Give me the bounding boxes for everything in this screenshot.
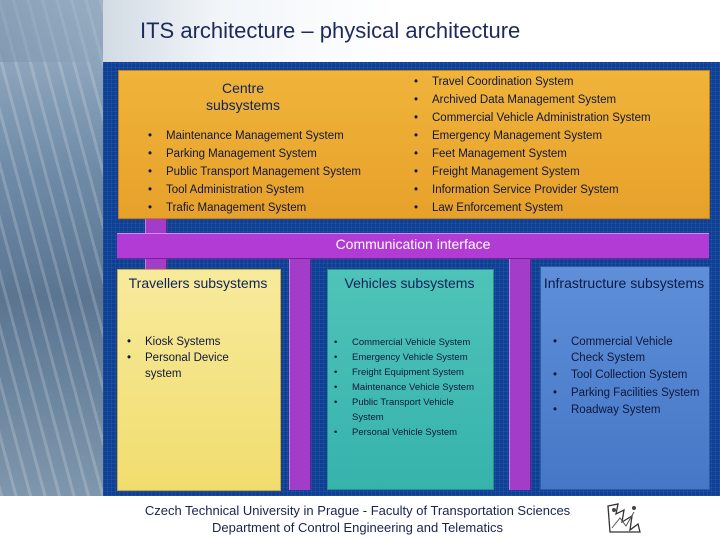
list-item: Maintenance Vehicle System (334, 380, 484, 395)
list-item: Tool Administration System (148, 181, 361, 199)
list-item: Parking Facilities System (553, 386, 703, 402)
centre-left-list: Maintenance Management System Parking Ma… (148, 127, 361, 217)
list-item: Public Transport Management System (148, 163, 361, 181)
top-background-photo (0, 0, 720, 62)
list-item: Information Service Provider System (414, 181, 651, 199)
list-item: Personal Vehicle System (334, 425, 484, 440)
vehicles-subsystems-title: Vehicles subsystems (344, 275, 475, 291)
centre-subsystems-title: Centre subsystems (206, 80, 280, 113)
list-item: Maintenance Management System (148, 127, 361, 145)
list-item: Kiosk Systems (127, 334, 267, 350)
pillar-vehicles-right (509, 255, 531, 490)
list-item: Archived Data Management System (414, 91, 651, 109)
list-item: Tool Collection System (553, 368, 703, 384)
travellers-list: Kiosk Systems Personal Device system (127, 334, 267, 382)
list-item: Law Enforcement System (414, 199, 651, 217)
list-item: Roadway System (553, 403, 703, 419)
slide-title: ITS architecture – physical architecture (140, 18, 521, 43)
footer: Czech Technical University in Prague - F… (120, 502, 595, 536)
list-item: Emergency Vehicle System (334, 350, 484, 365)
list-item: Commercial Vehicle Check System (553, 335, 703, 366)
list-item: Freight Equipment System (334, 365, 484, 380)
communication-interface-label: Communication interface (335, 236, 491, 252)
list-item: Commercial Vehicle Administration System (414, 109, 651, 127)
travellers-subsystems-title: Travellers subsystems (128, 275, 268, 291)
list-item: Trafic Management System (148, 199, 361, 217)
left-background-photo (0, 0, 103, 496)
list-item: Commercial Vehicle System (334, 335, 484, 350)
list-item: Freight Management System (414, 163, 651, 181)
communication-interface-bar (117, 233, 709, 259)
list-item: Travel Coordination System (414, 73, 651, 91)
vehicles-list: Commercial Vehicle System Emergency Vehi… (334, 335, 484, 440)
footer-line-1: Czech Technical University in Prague - F… (144, 503, 571, 518)
list-item: Parking Management System (148, 145, 361, 163)
list-item: Personal Device system (127, 350, 267, 382)
list-item: Public Transport Vehicle System (334, 395, 484, 425)
footer-line-2: Department of Control Engineering and Te… (212, 520, 503, 535)
infrastructure-subsystems-title: Infrastructure subsystems (543, 275, 705, 291)
infrastructure-list: Commercial Vehicle Check System Tool Col… (553, 335, 703, 421)
university-logo-icon (605, 501, 643, 535)
list-item: Emergency Management System (414, 127, 651, 145)
list-item: Feet Management System (414, 145, 651, 163)
pillar-travellers-right (289, 255, 311, 490)
centre-right-list: Travel Coordination System Archived Data… (414, 73, 651, 217)
